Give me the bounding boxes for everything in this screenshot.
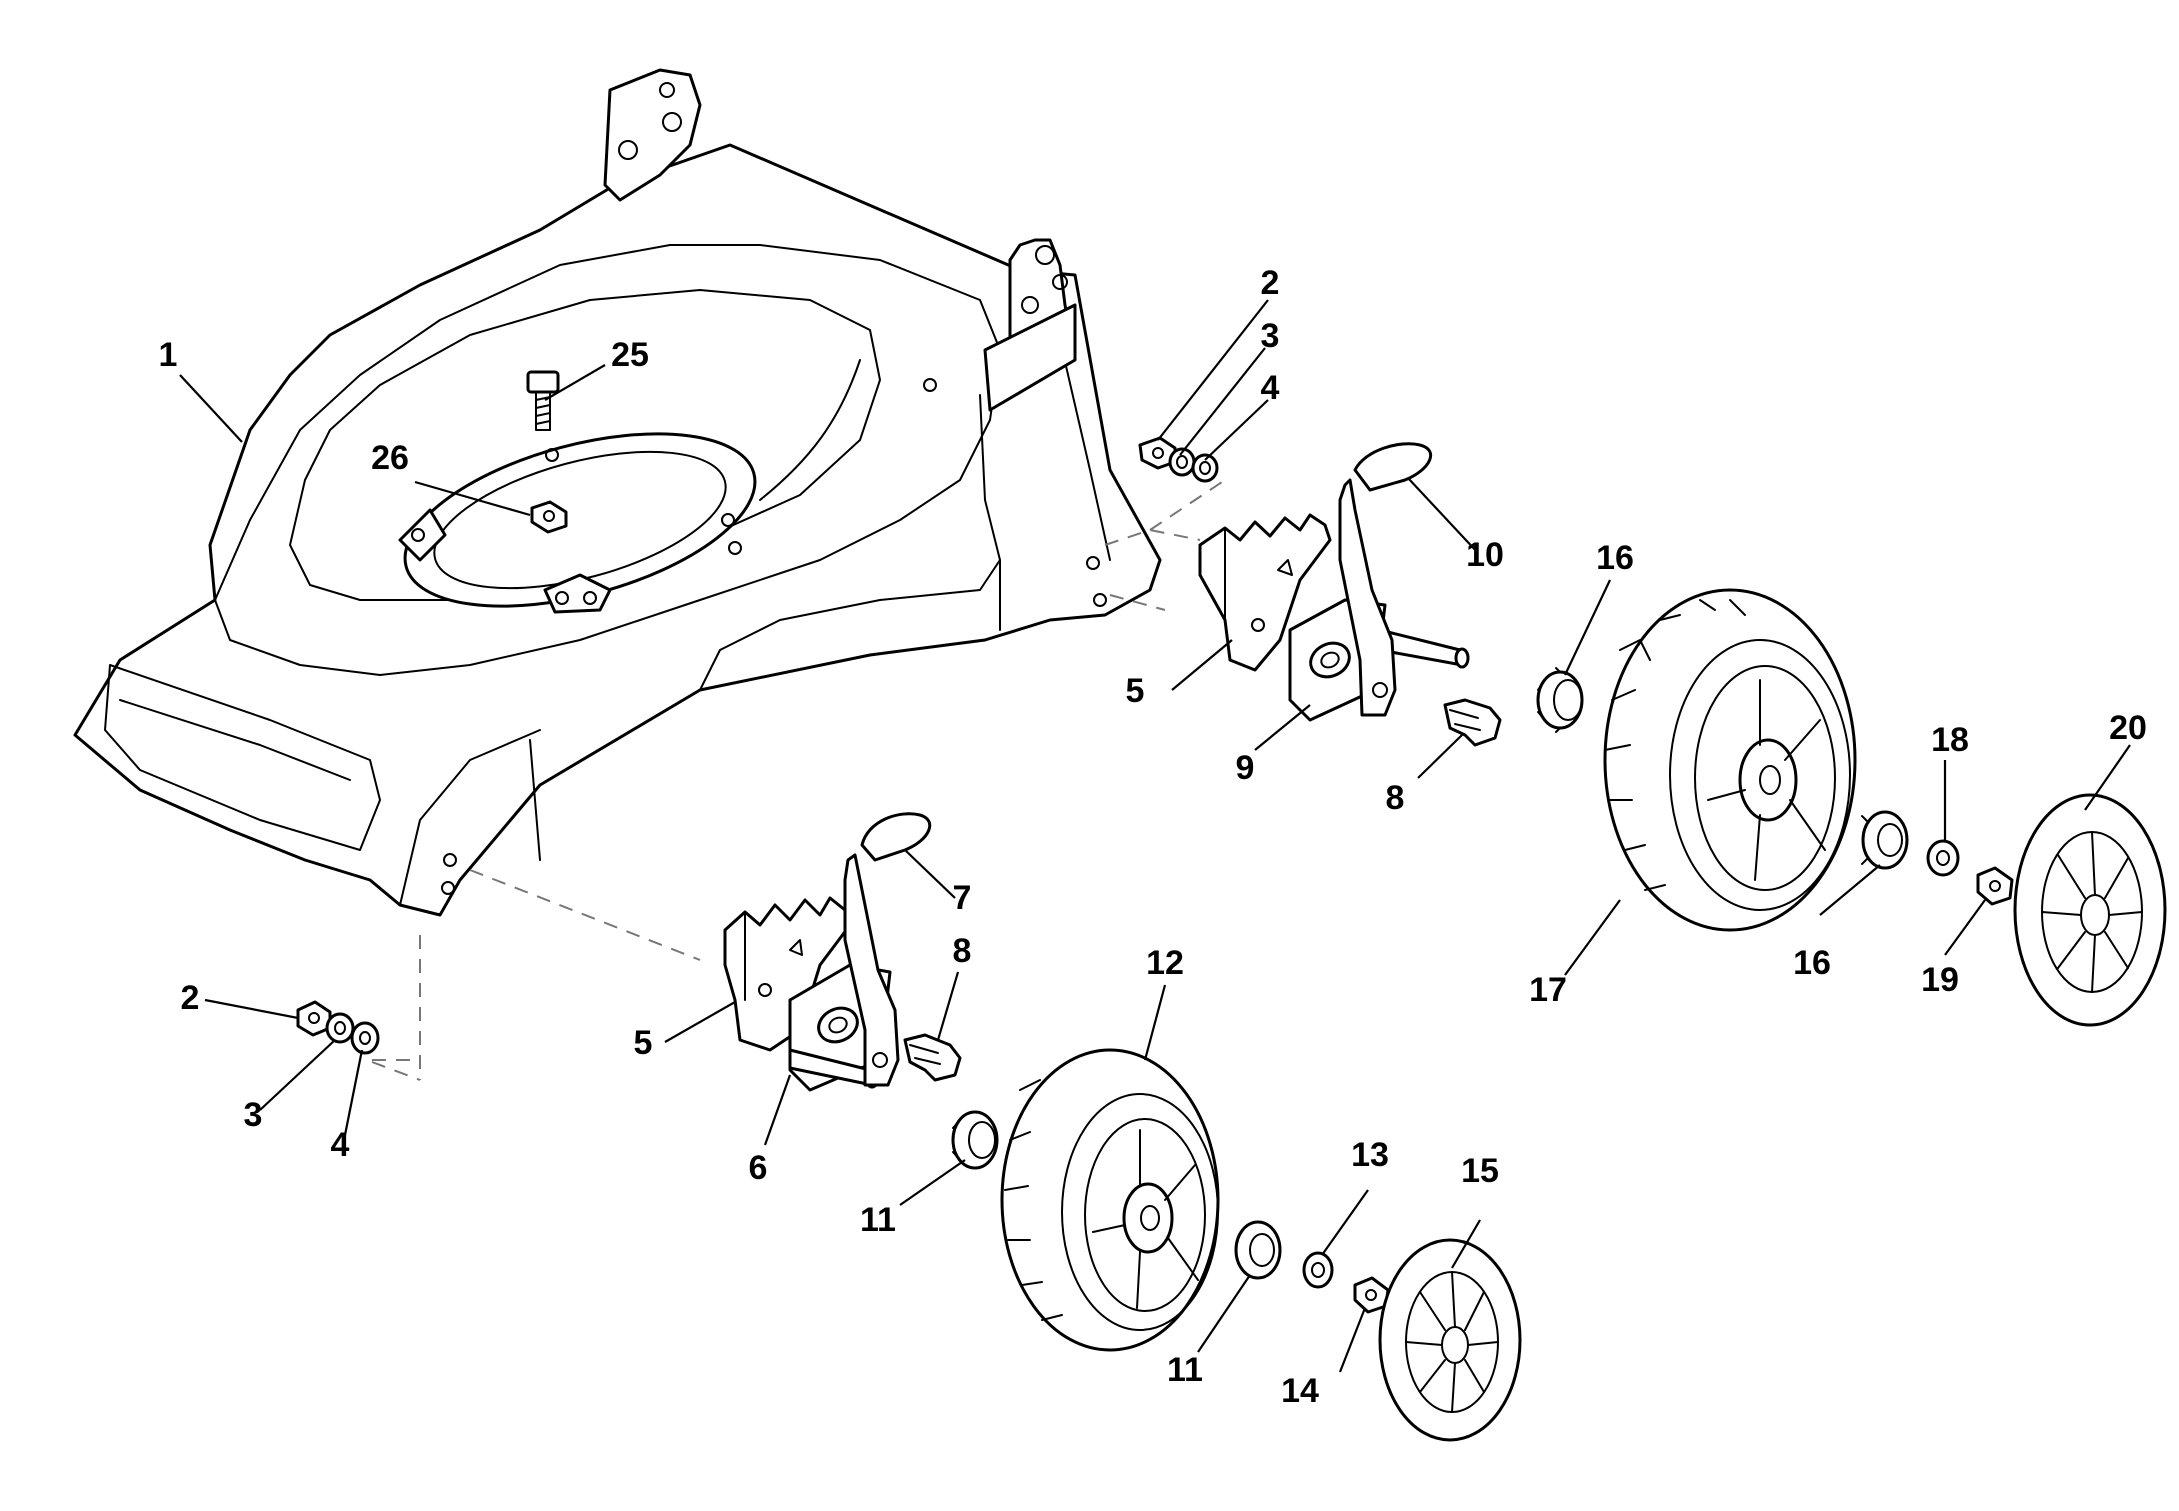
callout-3-upper: 3 (1261, 317, 1280, 355)
callout-8-lower: 8 (953, 932, 972, 970)
callout-14: 14 (1281, 1372, 1319, 1410)
callout-3-lower: 3 (244, 1096, 263, 1134)
mower-deck (73, 68, 1162, 917)
callout-18: 18 (1931, 721, 1969, 759)
callout-4-lower: 4 (331, 1126, 350, 1164)
callout-15: 15 (1461, 1152, 1499, 1190)
callout-1: 1 (159, 336, 178, 374)
callout-2-lower: 2 (181, 979, 200, 1017)
callout-13: 13 (1351, 1136, 1389, 1174)
callout-16-right: 16 (1793, 944, 1831, 982)
washer-set-lower (296, 1000, 380, 1055)
callout-20: 20 (2109, 709, 2147, 747)
callout-25: 25 (611, 336, 649, 374)
callout-labels: 1 25 26 2 3 4 10 5 9 8 16 18 20 17 16 19… (159, 264, 2147, 1410)
callout-26: 26 (371, 439, 409, 477)
callout-17: 17 (1529, 971, 1567, 1009)
callout-16-left: 16 (1596, 539, 1634, 577)
height-adjuster-upper (1198, 442, 1502, 747)
callout-7: 7 (953, 879, 972, 917)
front-wheel-assembly (951, 1048, 1522, 1442)
callout-5-lower: 5 (634, 1024, 653, 1062)
callout-11-right: 11 (1167, 1351, 1203, 1389)
callout-19: 19 (1921, 961, 1959, 999)
washer-set-upper (1138, 436, 1219, 483)
callout-8-upper: 8 (1386, 779, 1405, 817)
callout-10: 10 (1466, 536, 1504, 574)
callout-6: 6 (749, 1149, 768, 1187)
callout-12: 12 (1146, 944, 1184, 982)
leader-lines (179, 299, 2131, 1373)
callout-11-left: 11 (860, 1201, 896, 1239)
assembly-guide-lines (370, 479, 1226, 1081)
callout-2-upper: 2 (1261, 264, 1280, 302)
callout-9: 9 (1236, 749, 1255, 787)
nut-part-26 (530, 500, 568, 534)
callout-5-upper: 5 (1126, 672, 1145, 710)
callout-4-upper: 4 (1261, 369, 1280, 407)
height-adjuster-lower (723, 812, 962, 1092)
bolt-part-25 (526, 370, 560, 431)
rear-wheel-assembly (1536, 588, 2167, 1027)
